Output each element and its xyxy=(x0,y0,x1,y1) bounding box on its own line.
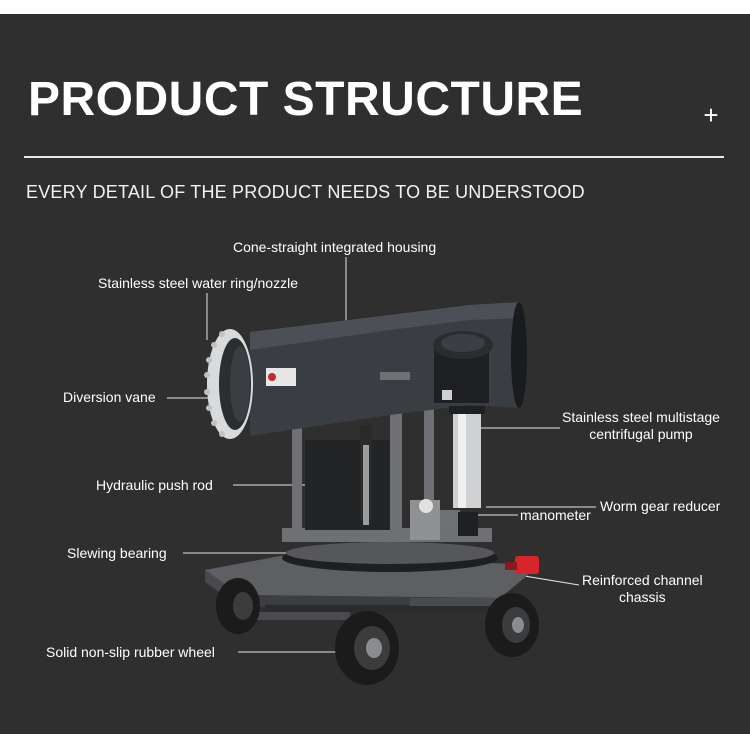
label-bearing: Slewing bearing xyxy=(67,545,167,561)
label-push-rod: Hydraulic push rod xyxy=(96,477,213,493)
power-plug xyxy=(505,556,539,574)
label-gear-reducer: Worm gear reducer xyxy=(600,498,721,514)
slewing-bearing xyxy=(282,542,498,572)
label-chassis-line2: chassis xyxy=(618,589,666,605)
label-chassis-line1: Reinforced channel xyxy=(582,572,703,588)
page-title: PRODUCT STRUCTURE xyxy=(28,73,584,126)
wheel-rear-left xyxy=(216,578,260,634)
wheel-front-left xyxy=(335,611,399,685)
hydraulic-push-rod xyxy=(360,425,372,525)
label-housing: Cone-straight integrated housing xyxy=(233,239,437,255)
nozzle-ring xyxy=(204,329,253,439)
label-wheel: Solid non-slip rubber wheel xyxy=(46,644,215,660)
label-chassis: Reinforced channel chassis xyxy=(582,572,703,606)
label-pump: Stainless steel multistage centrifugal p… xyxy=(562,409,720,443)
label-vane: Diversion vane xyxy=(63,389,156,405)
label-pump-line2: centrifugal pump xyxy=(589,426,693,442)
motor xyxy=(433,331,493,403)
wheel-front-right xyxy=(485,593,539,657)
multistage-pump xyxy=(449,406,485,508)
divider xyxy=(24,156,724,158)
inner-box xyxy=(305,440,390,530)
label-manometer: manometer xyxy=(520,507,591,523)
warning-sticker xyxy=(266,368,296,386)
gear-reducer xyxy=(410,499,478,540)
plus-icon[interactable]: + xyxy=(703,100,719,130)
label-nozzle: Stainless steel water ring/nozzle xyxy=(98,275,298,291)
label-pump-line1: Stainless steel multistage xyxy=(562,409,720,425)
page-subtitle: EVERY DETAIL OF THE PRODUCT NEEDS TO BE … xyxy=(26,182,585,202)
